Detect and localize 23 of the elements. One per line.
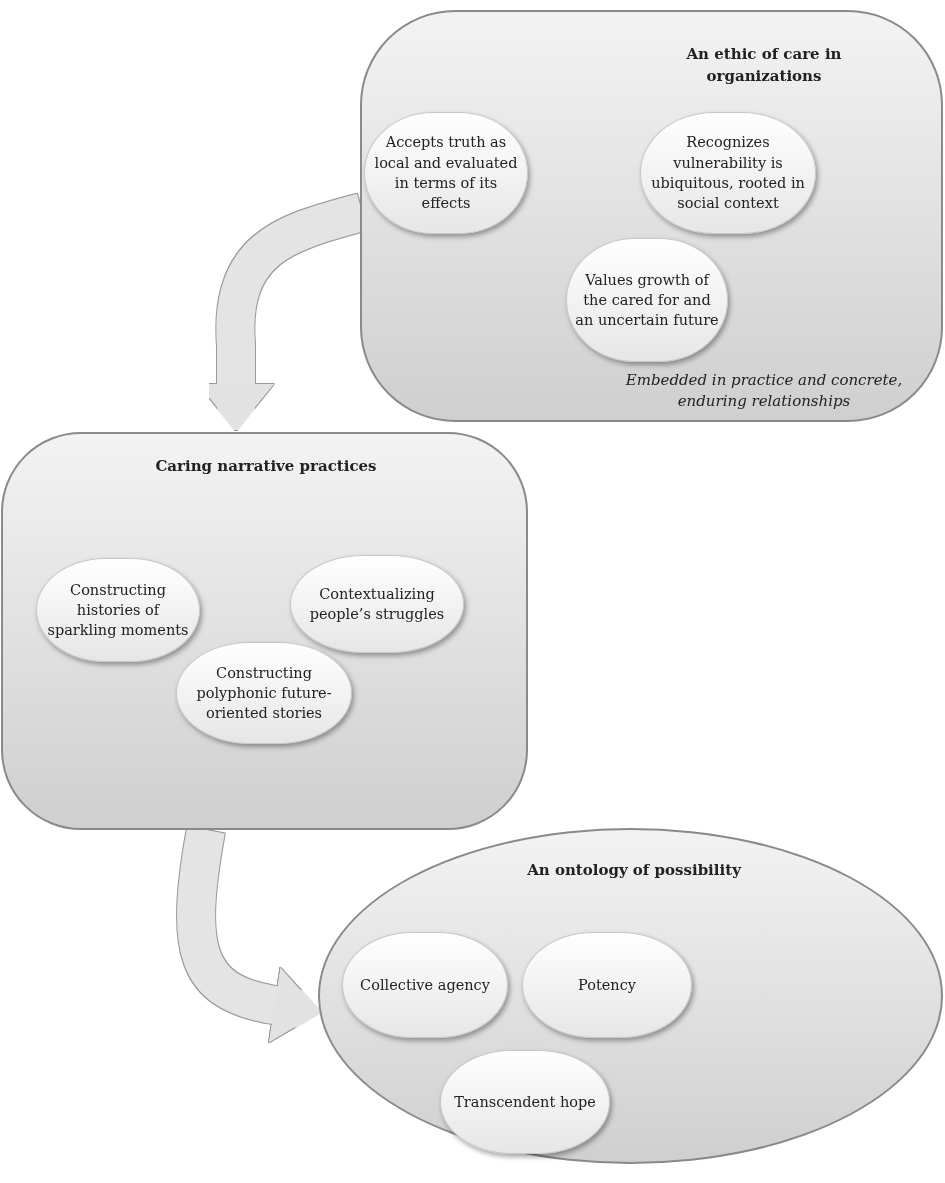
concept-text: Collective agency xyxy=(360,975,490,995)
concept-text: Potency xyxy=(578,975,636,995)
group-title: Caring narrative practices xyxy=(154,456,378,477)
concept-text: Values growth of the cared for and an uncertain future xyxy=(575,270,719,331)
concept-bubble xyxy=(342,932,508,1038)
concept-bubble xyxy=(176,642,352,744)
group-panel xyxy=(1,432,528,830)
concept-bubble xyxy=(364,112,528,234)
concept-bubble xyxy=(522,932,692,1038)
concept-bubble xyxy=(440,1050,610,1154)
concept-text: Constructing histories of sparkling moments xyxy=(46,580,190,641)
concept-bubble xyxy=(566,238,728,362)
group-panel xyxy=(360,10,943,422)
concept-text: Accepts truth as local and evaluated in terms of its effects xyxy=(373,133,519,214)
group-title: An ethic of care in organizations xyxy=(685,44,843,87)
group-title: An ontology of possibility xyxy=(526,860,743,881)
concept-text: Recognizes vulnerability is ubiquitous, rooted in social context xyxy=(650,133,806,214)
concept-bubble xyxy=(290,555,464,653)
concept-text: Contextualizing people’s struggles xyxy=(308,584,446,624)
concept-text: Constructing polyphonic future-oriented stories xyxy=(195,663,333,724)
group-note: Embedded in practice and concrete, enduring relationships xyxy=(624,370,904,412)
concept-bubble xyxy=(36,558,200,662)
concept-text: Transcendent hope xyxy=(454,1092,596,1112)
